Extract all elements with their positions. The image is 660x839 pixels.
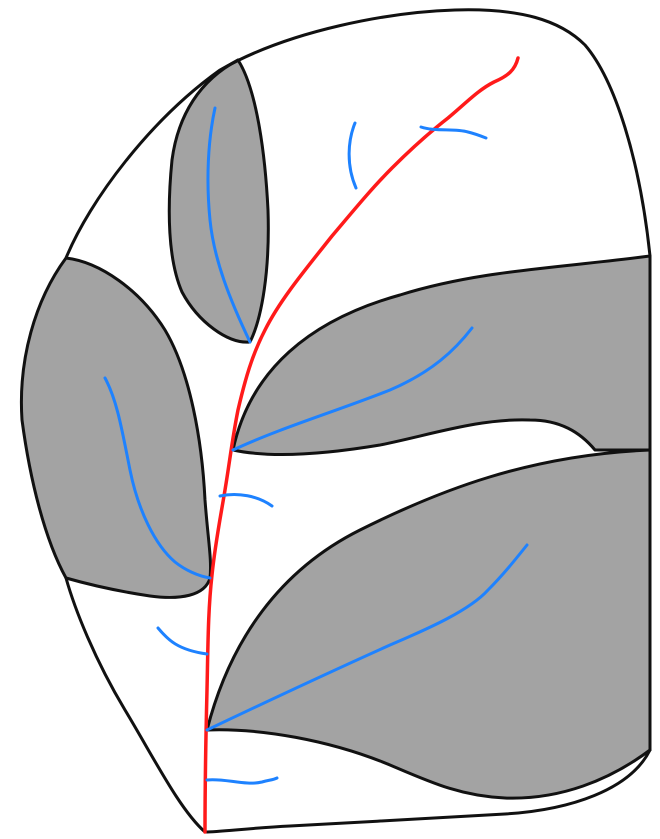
shaded-regions: [21, 60, 650, 798]
tributary-line-bottom-small: [207, 778, 277, 783]
tributary-line-middle-small: [220, 494, 272, 506]
tributary-line-lower-left-small: [158, 628, 207, 654]
shaded-region-left: [21, 258, 210, 597]
shaded-region-right-lower: [207, 450, 650, 798]
tributary-line-top-small: [349, 123, 356, 188]
